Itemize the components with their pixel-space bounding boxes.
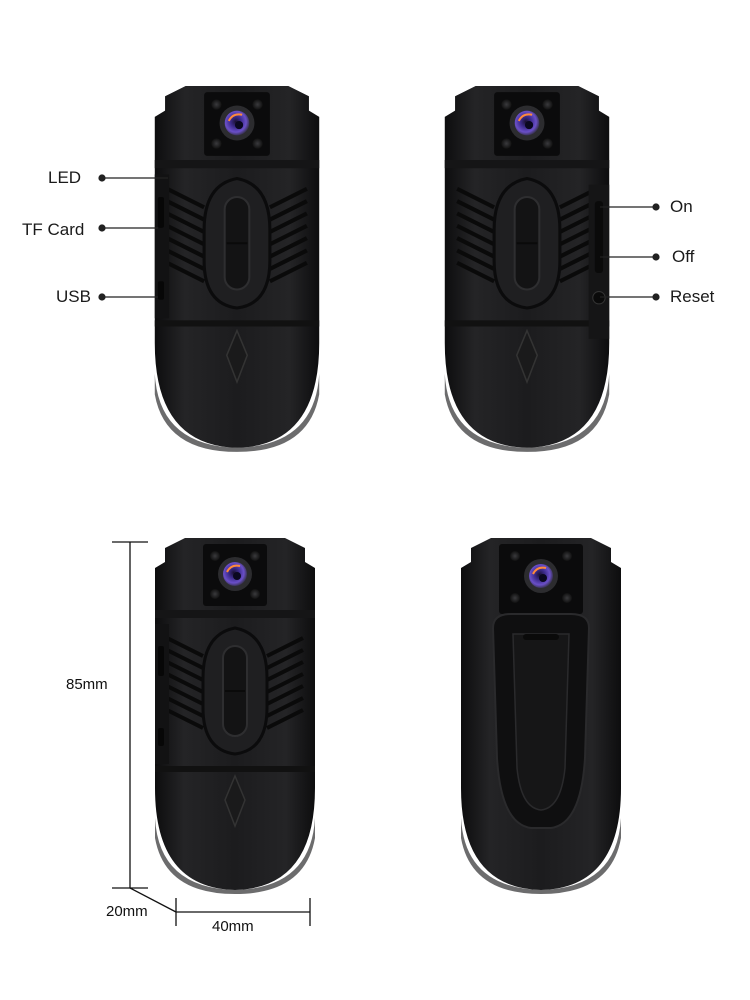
led-label: LED xyxy=(48,168,82,187)
width-dimension-label: 40mm xyxy=(212,918,254,935)
depth-dimension-label: 20mm xyxy=(106,903,148,920)
back-clip-view xyxy=(460,538,622,895)
height-dimension-label: 85mm xyxy=(66,676,108,693)
left-side-view xyxy=(142,86,332,456)
tf-card-label: TF Card xyxy=(22,220,85,239)
off-label: Off xyxy=(672,247,695,266)
reset-label: Reset xyxy=(670,287,715,306)
usb-label: USB xyxy=(56,287,91,306)
front-dimension-view xyxy=(153,538,317,896)
right-side-view xyxy=(432,86,622,456)
on-label: On xyxy=(670,197,693,216)
